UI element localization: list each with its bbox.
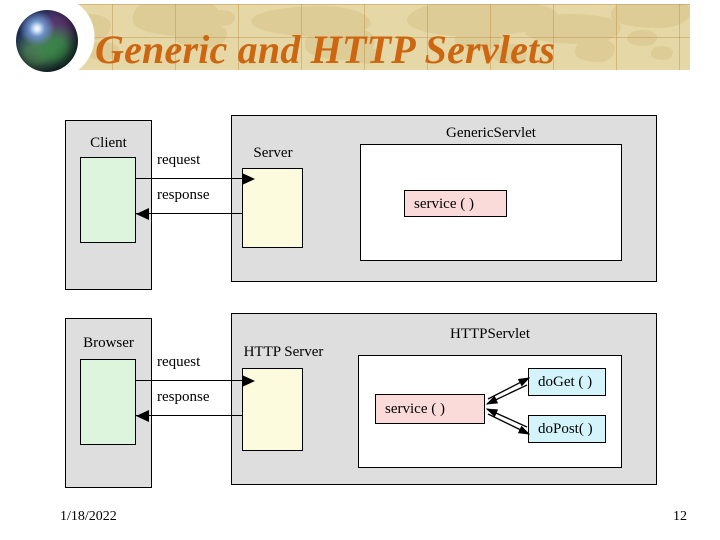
http-server-label: HTTP Server <box>243 344 324 360</box>
generic-response-label: response <box>157 187 210 203</box>
generic-client-label: Client <box>90 135 127 151</box>
http-dopost-box: doPost( ) <box>528 415 606 443</box>
generic-client-box <box>80 157 136 243</box>
http-client-box <box>80 359 136 445</box>
http-request-label: request <box>157 354 201 370</box>
http-servlet-label: HTTPServlet <box>450 326 530 342</box>
http-request-arrowhead <box>242 375 255 387</box>
http-response-arrowhead <box>136 410 149 422</box>
http-request-line <box>136 380 248 381</box>
http-response-line <box>136 415 243 416</box>
generic-request-line <box>136 178 248 179</box>
generic-server-label: Server <box>253 145 293 161</box>
generic-request-arrowhead <box>242 173 255 185</box>
footer-date: 1/18/2022 <box>60 509 117 524</box>
generic-response-line <box>136 213 243 214</box>
generic-request-label: request <box>157 152 201 168</box>
generic-response-arrowhead <box>136 208 149 220</box>
title-banner <box>55 4 690 70</box>
footer-page-number: 12 <box>673 509 687 524</box>
http-response-label: response <box>157 389 210 405</box>
page-title: Generic and HTTP Servlets <box>95 27 556 72</box>
http-doget-box: doGet ( ) <box>528 368 606 396</box>
http-client-label: Browser <box>83 335 134 351</box>
http-service-box: service ( ) <box>375 394 485 424</box>
generic-servlet-label: GenericServlet <box>446 125 536 141</box>
banner-grid <box>55 4 690 70</box>
globe-icon <box>16 10 78 72</box>
generic-service-box: service ( ) <box>404 190 507 217</box>
